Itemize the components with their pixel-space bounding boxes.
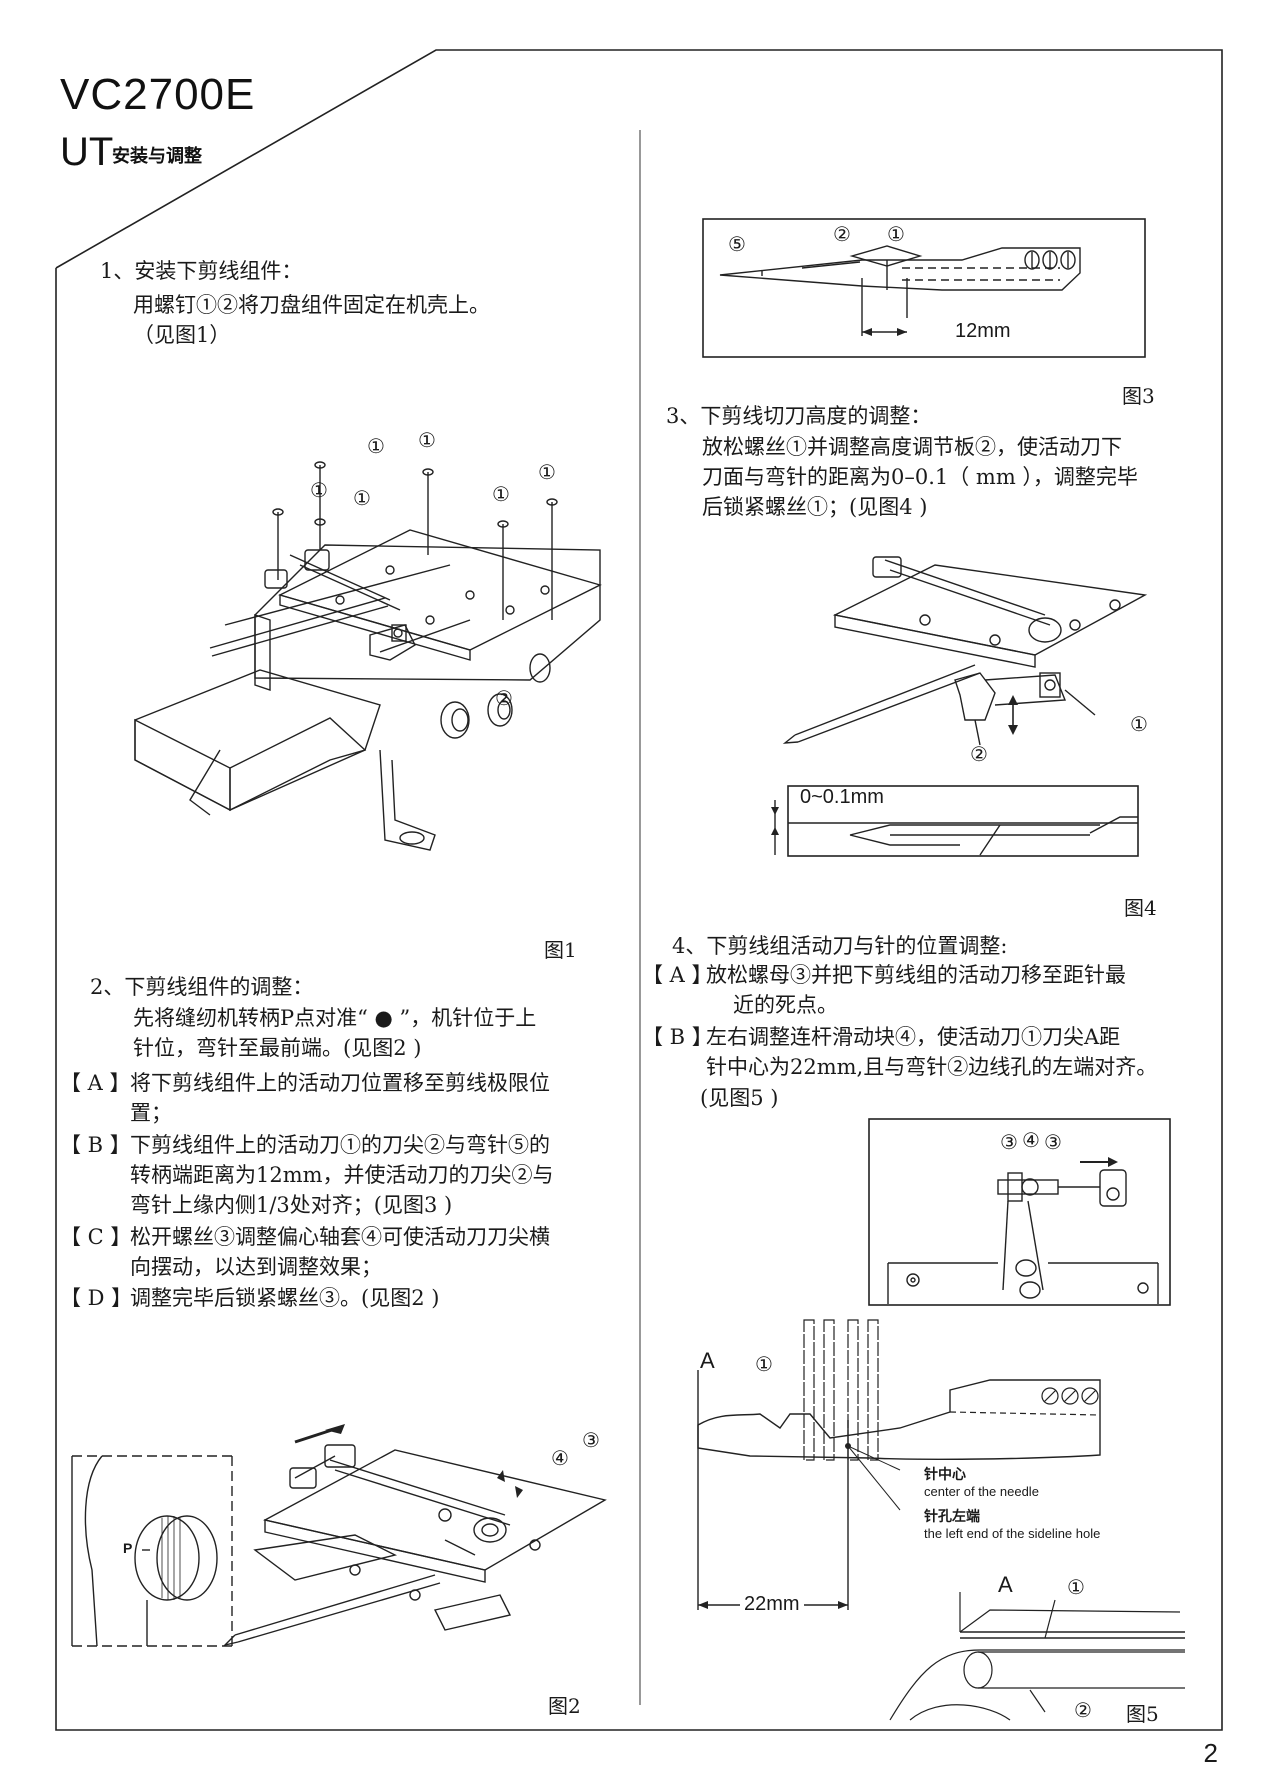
callout-1: ① bbox=[353, 488, 371, 510]
item-line: 近的死点。 bbox=[733, 993, 838, 1017]
needle-center-label-en: center of the needle bbox=[924, 1484, 1039, 1499]
callout-2: ② bbox=[1074, 1700, 1092, 1722]
item-line: 下剪线组件上的活动刀①的刀尖②与弯针⑤的 bbox=[130, 1133, 550, 1157]
figure-4-mechanism bbox=[782, 556, 1148, 746]
item-line: 针中心为22mm,且与弯针②边线孔的左端对齐。 bbox=[706, 1055, 1158, 1079]
section-1-title: 1、安装下剪线组件： bbox=[100, 259, 303, 283]
item-tag: 【 D 】 bbox=[60, 1286, 133, 1310]
item-line: 置； bbox=[130, 1101, 172, 1125]
fig3-dimension: 12mm bbox=[955, 320, 1011, 342]
callout-3: ③ bbox=[1000, 1132, 1018, 1154]
item-line: 左右调整连杆滑动块④，使活动刀①刀尖A距 bbox=[706, 1025, 1121, 1049]
item-line: 调整完毕后锁紧螺丝③。(见图2 ) bbox=[130, 1286, 440, 1310]
figure-3-caption: 图3 bbox=[1122, 384, 1155, 408]
point-p-label: P bbox=[123, 1540, 133, 1556]
callout-1: ① bbox=[492, 484, 510, 506]
point-a-label: A bbox=[700, 1348, 715, 1373]
callout-1: ① bbox=[887, 224, 905, 246]
screw-icon bbox=[314, 461, 326, 510]
hole-left-label-en: the left end of the sideline hole bbox=[924, 1526, 1101, 1541]
section-1-line: （见图1） bbox=[133, 323, 231, 347]
model-title: VC2700E bbox=[60, 70, 256, 119]
item-line: 将下剪线组件上的活动刀位置移至剪线极限位 bbox=[130, 1071, 550, 1095]
callout-1: ① bbox=[755, 1354, 773, 1376]
section-1-line: 用螺钉①②将刀盘组件固定在机壳上。 bbox=[133, 293, 490, 317]
callout-3: ③ bbox=[1044, 1132, 1062, 1154]
item-tag: 【 A 】 bbox=[642, 963, 713, 987]
callout-1: ① bbox=[538, 462, 556, 484]
screw-icon bbox=[314, 510, 326, 550]
figure-2-mechanism bbox=[222, 1424, 607, 1647]
callout-4: ④ bbox=[1022, 1130, 1040, 1152]
point-a-label: A bbox=[998, 1572, 1013, 1597]
screw-icon bbox=[497, 520, 509, 620]
section-subtitle: 安装与调整 bbox=[112, 146, 202, 167]
screw-icon bbox=[422, 468, 434, 555]
section-2-line: 针位，弯针至最前端。(见图2 ) bbox=[133, 1036, 422, 1060]
section-3-title: 3、下剪线切刀高度的调整： bbox=[666, 404, 932, 428]
section-2-line: 先将缝纫机转柄P点对准“ ● ”，机针位于上 bbox=[133, 1006, 537, 1030]
figure-5-bottom-illustration bbox=[697, 1319, 1185, 1721]
item-tag: 【 B 】 bbox=[642, 1025, 713, 1049]
section-2-title: 2、下剪线组件的调整： bbox=[90, 975, 314, 999]
section-4-after: (见图5 ) bbox=[700, 1086, 779, 1110]
item-line: 松开螺丝③调整偏心轴套④可使活动刀刀尖横 bbox=[130, 1225, 550, 1249]
item-line: 放松螺母③并把下剪线组的活动刀移至距针最 bbox=[706, 963, 1126, 987]
callout-3: ③ bbox=[582, 1430, 600, 1452]
item-tag: 【 A 】 bbox=[60, 1071, 131, 1095]
item-line: 弯针上缘内侧1/3处对齐；(见图3 ) bbox=[130, 1193, 453, 1217]
figure-3-illustration bbox=[702, 218, 1146, 358]
callout-5: ⑤ bbox=[728, 234, 746, 256]
needle-center-label-cn: 针中心 bbox=[924, 1467, 966, 1483]
item-line: 转柄端距离为12mm，并使活动刀的刀尖②与 bbox=[130, 1163, 554, 1187]
callout-1: ① bbox=[1067, 1577, 1085, 1599]
figure-5-top-illustration bbox=[868, 1118, 1171, 1306]
figure-2-caption: 图2 bbox=[548, 1694, 581, 1718]
fig4-dimension: 0~0.1mm bbox=[800, 786, 884, 808]
figure-2-handwheel bbox=[71, 1455, 233, 1647]
callout-2: ② bbox=[833, 224, 851, 246]
section-4-title: 4、下剪线组活动刀与针的位置调整: bbox=[672, 934, 1008, 958]
hole-left-label-cn: 针孔左端 bbox=[924, 1509, 980, 1525]
fig5-dimension: 22mm bbox=[740, 1593, 804, 1616]
section-3-line: 放松螺丝①并调整高度调节板②，使活动刀下 bbox=[702, 435, 1122, 459]
figure-5-caption: 图5 bbox=[1126, 1702, 1159, 1726]
ut-mark: UT bbox=[60, 130, 114, 174]
callout-4: ④ bbox=[551, 1448, 569, 1470]
callout-1: ① bbox=[1130, 714, 1148, 736]
screw-icon bbox=[546, 498, 558, 620]
screw-icon bbox=[272, 508, 284, 580]
item-tag: 【 C 】 bbox=[60, 1225, 132, 1249]
figure-1-illustration bbox=[134, 461, 602, 851]
figure-4-detail bbox=[771, 785, 1139, 857]
section-3-line: 后锁紧螺丝①；(见图4 ) bbox=[702, 495, 928, 519]
callout-1: ① bbox=[418, 430, 436, 452]
callout-1: ① bbox=[310, 480, 328, 502]
figure-4-caption: 图4 bbox=[1124, 896, 1157, 920]
callout-2: ② bbox=[970, 744, 988, 766]
callout-1: ① bbox=[367, 436, 385, 458]
item-tag: 【 B 】 bbox=[60, 1133, 131, 1157]
figure-1-caption: 图1 bbox=[544, 938, 577, 962]
page-number: 2 bbox=[1203, 1738, 1218, 1768]
callout-2: ② bbox=[495, 688, 513, 710]
section-3-line: 刀面与弯针的距离为0–0.1（ mm ），调整完毕 bbox=[702, 465, 1138, 489]
item-line: 向摆动，以达到调整效果； bbox=[130, 1255, 382, 1279]
